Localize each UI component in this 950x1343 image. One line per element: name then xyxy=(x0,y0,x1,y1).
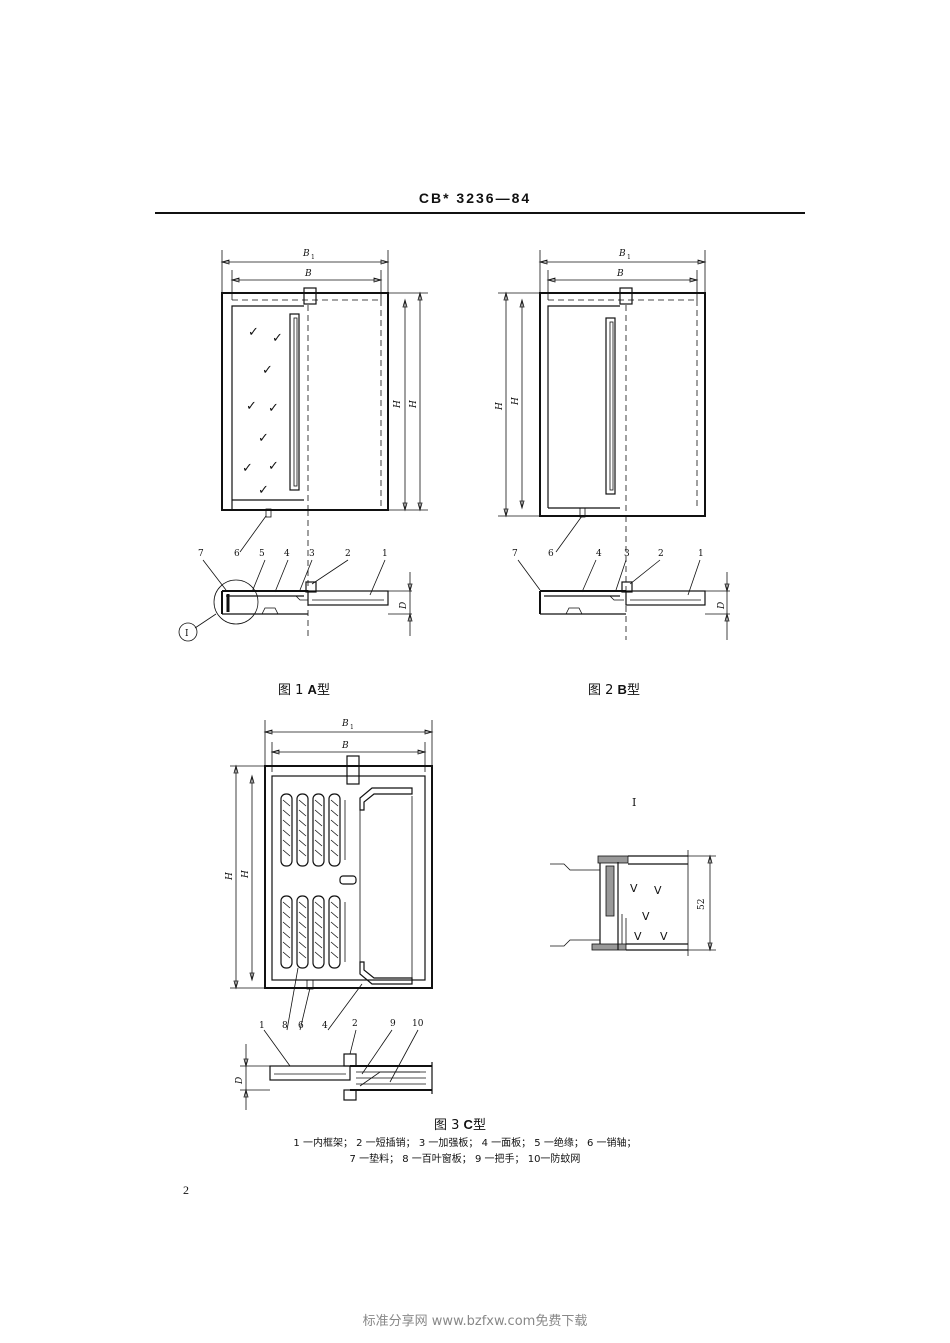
fig1-check-mark: ✓ xyxy=(246,399,257,414)
fig1-check-mark: ✓ xyxy=(258,483,269,498)
fig2-caption-prefix: 图 2 xyxy=(588,683,614,698)
fig1-b1-label: B xyxy=(302,249,310,259)
fig2-h1-label: H xyxy=(495,402,505,411)
fig1-callout: 4 xyxy=(284,549,290,559)
fig1-check-mark: ✓ xyxy=(268,401,279,416)
fig3-b1-label: B xyxy=(341,719,349,729)
document-header: CB* 3236—84 xyxy=(418,190,532,206)
fig1-callout: 2 xyxy=(345,549,351,559)
fig1-check-mark: ✓ xyxy=(242,461,253,476)
figure-2-caption: 图 2 B型 xyxy=(588,679,640,698)
fig3-callout: 1 xyxy=(259,1021,265,1031)
detail-dim-52: 52 xyxy=(697,899,707,910)
fig3-callout: 4 xyxy=(322,1021,328,1031)
fig3-h1-label: H xyxy=(225,872,235,881)
fig1-check-mark: ✓ xyxy=(258,431,269,446)
fig2-callout: 1 xyxy=(698,549,704,559)
detail-tick-mark: V xyxy=(654,884,662,897)
fig1-callout: 5 xyxy=(259,549,265,559)
detail-tick-mark: V xyxy=(630,882,638,895)
figure-3-caption: 图 3 C型 xyxy=(434,1114,486,1133)
fig3-b1-subscript: 1 xyxy=(350,724,354,731)
fig2-callout: 3 xyxy=(624,549,630,559)
fig3-b-label: B xyxy=(341,741,349,751)
detail-i-title: I xyxy=(632,796,636,809)
fig2-b1-subscript: 1 xyxy=(627,254,631,261)
fig2-b1-label: B xyxy=(618,249,626,259)
legend-line-2: 7 一垫料； 8 一百叶窗板； 9 一把手； 10一防蚊网 xyxy=(349,1154,581,1165)
fig1-callout: 3 xyxy=(309,549,315,559)
page-number: 2 xyxy=(183,1183,189,1197)
detail-tick-mark: V xyxy=(642,910,650,923)
legend-line-1: 1 一内框架； 2 一短插销； 3 一加强板； 4 一面板； 5 一绝缘； 6 … xyxy=(293,1138,637,1149)
fig3-d-label: D xyxy=(235,1077,245,1085)
fig2-callout: 2 xyxy=(658,549,664,559)
fig3-caption-prefix: 图 3 xyxy=(434,1118,460,1133)
fig2-caption-type: B xyxy=(617,682,627,697)
fig3-callout: 8 xyxy=(282,1021,288,1031)
fig1-caption-suffix: 型 xyxy=(316,683,330,698)
fig3-callout: 6 xyxy=(298,1021,304,1031)
fig2-callout: 4 xyxy=(596,549,602,559)
fig3-callout: 10 xyxy=(412,1019,424,1029)
fig2-h-label: H xyxy=(511,397,521,406)
fig1-callout: 7 xyxy=(198,549,204,559)
fig3-h-label: H xyxy=(241,870,251,879)
fig3-callout: 9 xyxy=(390,1019,396,1029)
fig2-caption-suffix: 型 xyxy=(626,683,640,698)
fig1-h-label: H xyxy=(393,400,403,409)
fig2-b-label: B xyxy=(616,269,624,279)
fig1-d-label: D xyxy=(399,602,409,610)
fig3-caption-suffix: 型 xyxy=(472,1118,486,1133)
fig3-callout: 2 xyxy=(352,1019,358,1029)
fig3-caption-type: C xyxy=(463,1117,473,1132)
detail-tick-mark: V xyxy=(660,930,668,943)
fig1-callout: 1 xyxy=(382,549,388,559)
fig1-check-mark: ✓ xyxy=(272,331,283,346)
fig1-callout: 6 xyxy=(234,549,240,559)
fig1-b1-subscript: 1 xyxy=(311,254,315,261)
fig2-callout: 6 xyxy=(548,549,554,559)
fig1-caption-type: A xyxy=(307,682,317,697)
fig1-check-mark: ✓ xyxy=(248,325,259,340)
fig1-detail-mark: I xyxy=(185,629,189,639)
detail-tick-mark: V xyxy=(634,930,642,943)
fig2-callout: 7 xyxy=(512,549,518,559)
fig1-b-label: B xyxy=(304,269,312,279)
fig1-check-mark: ✓ xyxy=(262,363,273,378)
fig1-check-mark: ✓ xyxy=(268,459,279,474)
watermark-footer: 标准分享网 www.bzfxw.com免费下载 xyxy=(362,1314,588,1329)
fig2-d-label: D xyxy=(717,602,727,610)
fig1-caption-prefix: 图 1 xyxy=(278,683,304,698)
fig1-h1-label: H xyxy=(409,400,419,409)
header-rule xyxy=(155,212,805,214)
figure-1-caption: 图 1 A型 xyxy=(278,679,330,698)
